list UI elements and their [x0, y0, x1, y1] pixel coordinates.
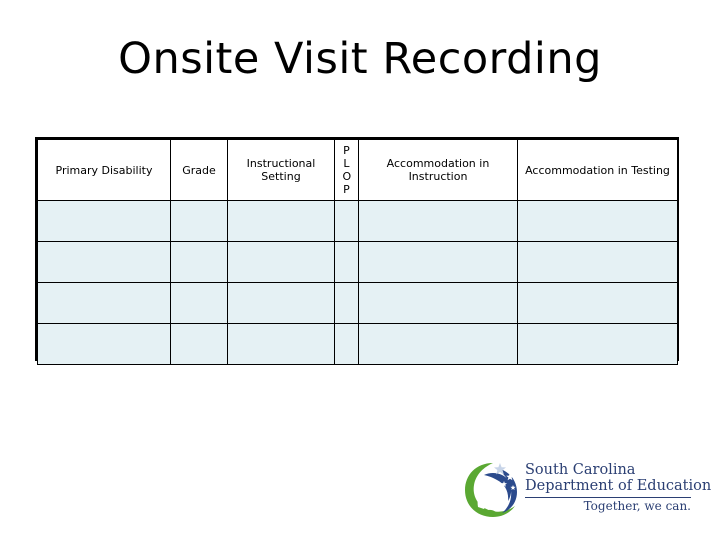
- table-cell[interactable]: [170, 282, 228, 324]
- table-cell[interactable]: [170, 241, 228, 283]
- table-cell[interactable]: [37, 241, 171, 283]
- slide-title: Onsite Visit Recording: [118, 34, 602, 84]
- table-cell[interactable]: [227, 200, 335, 242]
- table-cell[interactable]: [517, 282, 678, 324]
- table-cell[interactable]: [170, 200, 228, 242]
- column-header-plop: PLOP: [334, 139, 359, 201]
- table-cell[interactable]: [227, 282, 335, 324]
- table-cell[interactable]: [517, 200, 678, 242]
- table-cell[interactable]: [517, 241, 678, 283]
- table-cell[interactable]: [227, 241, 335, 283]
- column-header-grade: Grade: [170, 139, 228, 201]
- table-row: [37, 241, 678, 283]
- sc-department-of-education-logo: South Carolina Department of Education T…: [462, 459, 711, 521]
- recording-table-container: Primary Disability Grade Instructional S…: [35, 137, 679, 365]
- table-cell[interactable]: [517, 323, 678, 365]
- table-header-row: Primary Disability Grade Instructional S…: [37, 139, 678, 201]
- table-cell[interactable]: [334, 282, 359, 324]
- table-cell[interactable]: [358, 200, 518, 242]
- table-cell[interactable]: [358, 241, 518, 283]
- table-cell[interactable]: [37, 323, 171, 365]
- column-header-primary-disability: Primary Disability: [37, 139, 171, 201]
- table-row: [37, 200, 678, 242]
- table-cell[interactable]: [358, 282, 518, 324]
- column-header-instructional-setting: Instructional Setting: [227, 139, 335, 201]
- table-cell[interactable]: [334, 241, 359, 283]
- plop-header-text: PLOP: [342, 144, 352, 196]
- table-cell[interactable]: [358, 323, 518, 365]
- table-cell[interactable]: [334, 323, 359, 365]
- logo-line-state: South Carolina: [525, 462, 636, 478]
- recording-table: Primary Disability Grade Instructional S…: [37, 139, 678, 365]
- table-row: [37, 323, 678, 365]
- table-cell[interactable]: [334, 200, 359, 242]
- table-cell[interactable]: [37, 200, 171, 242]
- state-emblem-icon: [465, 463, 517, 517]
- logo-line-department: Department of Education: [525, 478, 712, 494]
- table-row: [37, 282, 678, 324]
- table-cell[interactable]: [170, 323, 228, 365]
- logo-divider: [525, 497, 691, 498]
- logo-tagline: Together, we can.: [583, 499, 691, 513]
- table-cell[interactable]: [227, 323, 335, 365]
- column-header-accommodation-instruction: Accommodation in Instruction: [358, 139, 518, 201]
- column-header-accommodation-testing: Accommodation in Testing: [517, 139, 678, 201]
- table-cell[interactable]: [37, 282, 171, 324]
